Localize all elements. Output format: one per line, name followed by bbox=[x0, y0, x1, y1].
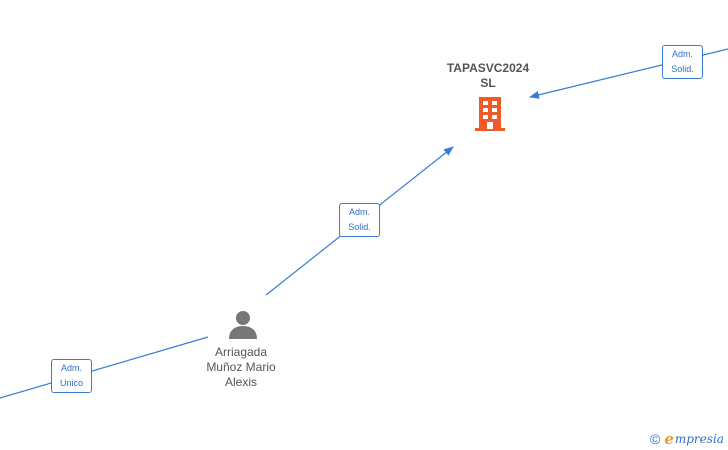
brand-logo-text: mpresia bbox=[674, 432, 724, 446]
edge-label-type: Solid. bbox=[348, 222, 371, 232]
edge-label-left-person[interactable]: Adm. Unico bbox=[51, 359, 92, 393]
company-name[interactable]: TAPASVC2024 SL bbox=[433, 61, 543, 91]
edge-label-role: Adm. bbox=[671, 49, 693, 59]
edge-label-person-company[interactable]: Adm. Solid. bbox=[339, 203, 380, 237]
edge-label-role: Adm. bbox=[348, 207, 370, 217]
person-name-line: Arriagada bbox=[214, 345, 268, 359]
person-name-line: Muñoz Mario bbox=[206, 360, 276, 374]
edge-label-role: Adm. bbox=[60, 363, 82, 373]
person-icon[interactable] bbox=[227, 308, 259, 340]
edge-label-type: Solid. bbox=[671, 64, 694, 74]
copyright-icon: © bbox=[650, 431, 661, 447]
brand-logo-initial: e bbox=[664, 430, 674, 448]
person-name-line: Alexis bbox=[224, 375, 257, 389]
company-name-line1: TAPASVC2024 bbox=[446, 61, 530, 75]
edge-label-top-right[interactable]: Adm. Solid. bbox=[662, 45, 703, 79]
edge-label-type: Unico bbox=[59, 378, 83, 388]
person-name[interactable]: Arriagada Muñoz Mario Alexis bbox=[191, 345, 291, 390]
edge-line-left-person[interactable] bbox=[0, 336, 209, 399]
company-name-line2: SL bbox=[480, 76, 496, 90]
building-icon[interactable] bbox=[473, 95, 507, 131]
brand-watermark: © e mpresia bbox=[650, 429, 724, 449]
